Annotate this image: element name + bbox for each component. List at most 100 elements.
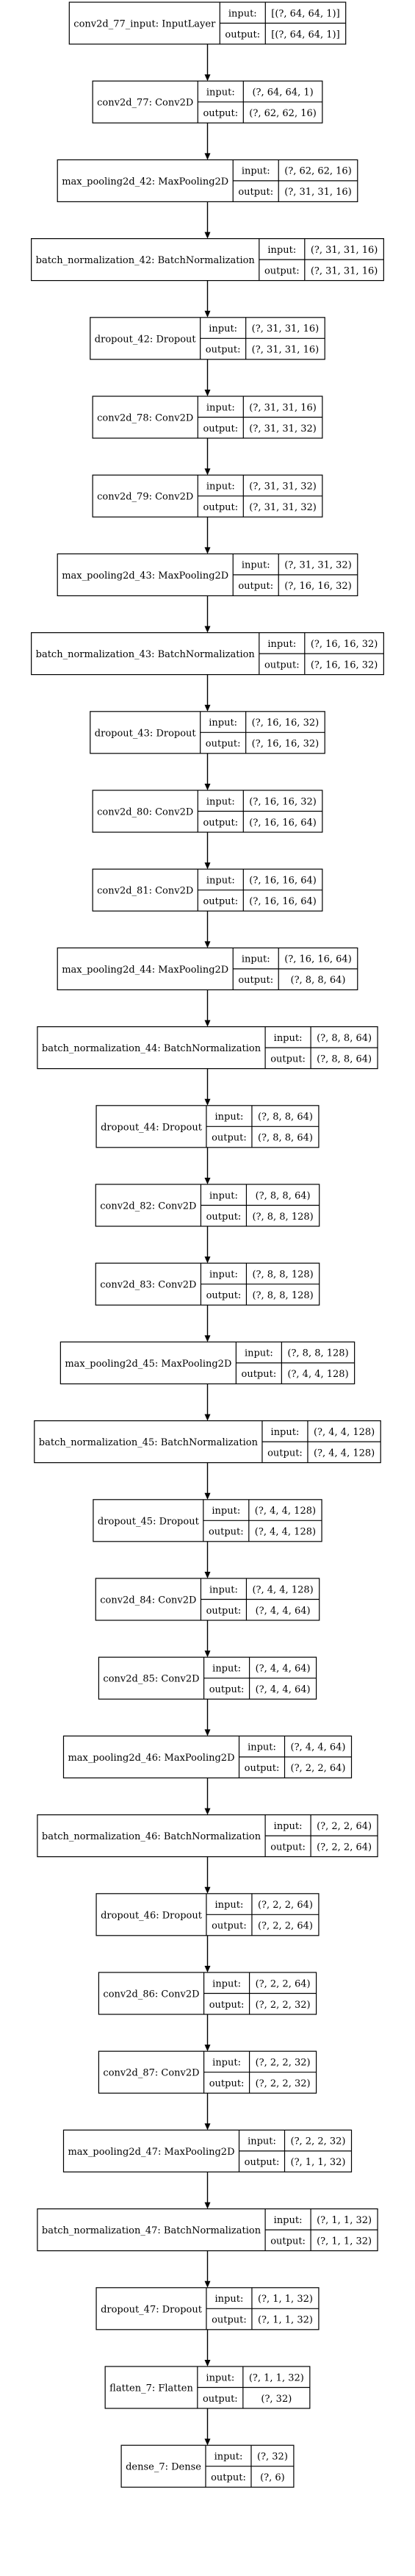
- input-label: input:: [209, 718, 237, 729]
- arrowhead: [204, 2123, 211, 2130]
- arrowhead: [204, 153, 211, 160]
- layer-name: conv2d_77_input: InputLayer: [73, 19, 216, 30]
- input-shape: (?, 31, 31, 16): [249, 402, 317, 413]
- output-shape: (?, 16, 16, 64): [249, 817, 317, 829]
- arrowhead: [204, 941, 211, 948]
- output-label: output:: [209, 2000, 245, 2011]
- output-label: output:: [209, 1684, 245, 1695]
- output-shape: (?, 32): [261, 2394, 292, 2405]
- arrowhead: [204, 1256, 211, 1264]
- output-label: output:: [264, 659, 300, 670]
- arrowhead: [204, 310, 211, 318]
- input-shape: (?, 8, 8, 64): [317, 1033, 372, 1044]
- layer-node: batch_normalization_42: BatchNormalizati…: [31, 238, 384, 282]
- input-label: input:: [248, 1742, 276, 1753]
- arrowhead: [204, 232, 211, 239]
- output-label: output:: [264, 265, 300, 276]
- output-shape: (?, 1, 1, 32): [317, 2236, 372, 2247]
- layer-name: max_pooling2d_43: MaxPooling2D: [62, 570, 228, 582]
- output-label: output:: [270, 1842, 306, 1853]
- input-shape: (?, 1, 1, 32): [249, 2372, 304, 2383]
- layer-node: max_pooling2d_47: MaxPooling2Dinput:outp…: [62, 2129, 353, 2172]
- output-shape: (?, 4, 4, 128): [314, 1448, 375, 1459]
- output-label: output:: [270, 2236, 306, 2247]
- arrowhead: [204, 1492, 211, 1500]
- input-shape: (?, 2, 2, 64): [256, 1978, 311, 1989]
- input-shape: (?, 16, 16, 32): [249, 796, 317, 807]
- layer-name: conv2d_83: Conv2D: [100, 1280, 196, 1291]
- output-label: output:: [225, 29, 260, 40]
- input-label: input:: [206, 875, 235, 886]
- arrowhead: [204, 2360, 211, 2366]
- input-label: input:: [206, 796, 235, 807]
- input-label: input:: [228, 8, 257, 19]
- input-label: input:: [209, 323, 237, 334]
- input-label: input:: [206, 2372, 234, 2383]
- input-label: input:: [212, 1663, 241, 1674]
- arrowhead: [204, 2439, 211, 2446]
- layer-name: dropout_43: Dropout: [95, 728, 197, 739]
- input-shape: (?, 62, 62, 16): [284, 166, 352, 177]
- layer-node: batch_normalization_43: BatchNormalizati…: [31, 632, 384, 676]
- output-label: output:: [238, 975, 273, 986]
- output-shape: (?, 2, 2, 64): [317, 1842, 372, 1853]
- output-shape: (?, 2, 2, 32): [256, 2078, 311, 2089]
- layer-name: dropout_42: Dropout: [95, 334, 197, 345]
- input-shape: (?, 8, 8, 64): [258, 1112, 313, 1123]
- input-label: input:: [274, 2215, 303, 2226]
- layer-name: max_pooling2d_47: MaxPooling2D: [68, 2147, 234, 2158]
- output-shape: (?, 1, 1, 32): [258, 2315, 313, 2326]
- output-label: output:: [203, 896, 238, 907]
- layer-name: flatten_7: Flatten: [109, 2383, 193, 2394]
- input-label: input:: [209, 1584, 238, 1595]
- input-label: input:: [206, 481, 235, 492]
- input-label: input:: [212, 1506, 240, 1517]
- input-shape: (?, 4, 4, 128): [314, 1427, 375, 1438]
- input-shape: (?, 4, 4, 128): [255, 1506, 316, 1517]
- input-label: input:: [214, 2451, 243, 2462]
- layer-name: dropout_45: Dropout: [98, 1516, 200, 1527]
- output-shape: (?, 62, 62, 16): [249, 108, 317, 119]
- output-label: output:: [212, 1133, 247, 1144]
- layer-node: max_pooling2d_44: MaxPooling2Dinput:outp…: [57, 947, 358, 991]
- input-shape: (?, 16, 16, 64): [284, 954, 352, 965]
- output-shape: (?, 31, 31, 32): [249, 502, 317, 513]
- input-shape: (?, 4, 4, 64): [291, 1742, 346, 1753]
- output-label: output:: [238, 187, 273, 198]
- layer-node: batch_normalization_44: BatchNormalizati…: [37, 1026, 378, 1070]
- output-shape: (?, 16, 16, 64): [249, 896, 317, 907]
- input-shape: (?, 16, 16, 32): [311, 639, 378, 650]
- arrowhead: [204, 2280, 211, 2288]
- arrowhead: [204, 784, 211, 790]
- output-shape: (?, 31, 31, 16): [284, 187, 352, 198]
- input-shape: (?, 8, 8, 64): [256, 1190, 311, 1201]
- output-shape: (?, 16, 16, 32): [284, 581, 352, 592]
- output-label: output:: [203, 817, 238, 829]
- output-shape: (?, 1, 1, 32): [291, 2157, 346, 2168]
- layer-name: max_pooling2d_42: MaxPooling2D: [62, 176, 228, 187]
- output-label: output:: [212, 2315, 247, 2326]
- output-label: output:: [211, 2472, 246, 2483]
- layer-name: dropout_46: Dropout: [101, 1910, 203, 1921]
- input-label: input:: [248, 2136, 276, 2147]
- layer-name: batch_normalization_45: BatchNormalizati…: [39, 1437, 259, 1448]
- input-label: input:: [271, 1427, 300, 1438]
- input-shape: [(?, 64, 64, 1)]: [271, 8, 339, 19]
- output-shape: (?, 8, 8, 128): [252, 1290, 313, 1301]
- layer-name: dropout_44: Dropout: [101, 1122, 203, 1133]
- output-label: output:: [267, 1448, 303, 1459]
- output-shape: (?, 31, 31, 16): [311, 265, 378, 276]
- layer-name: dense_7: Dense: [126, 2462, 201, 2473]
- input-label: input:: [206, 87, 235, 98]
